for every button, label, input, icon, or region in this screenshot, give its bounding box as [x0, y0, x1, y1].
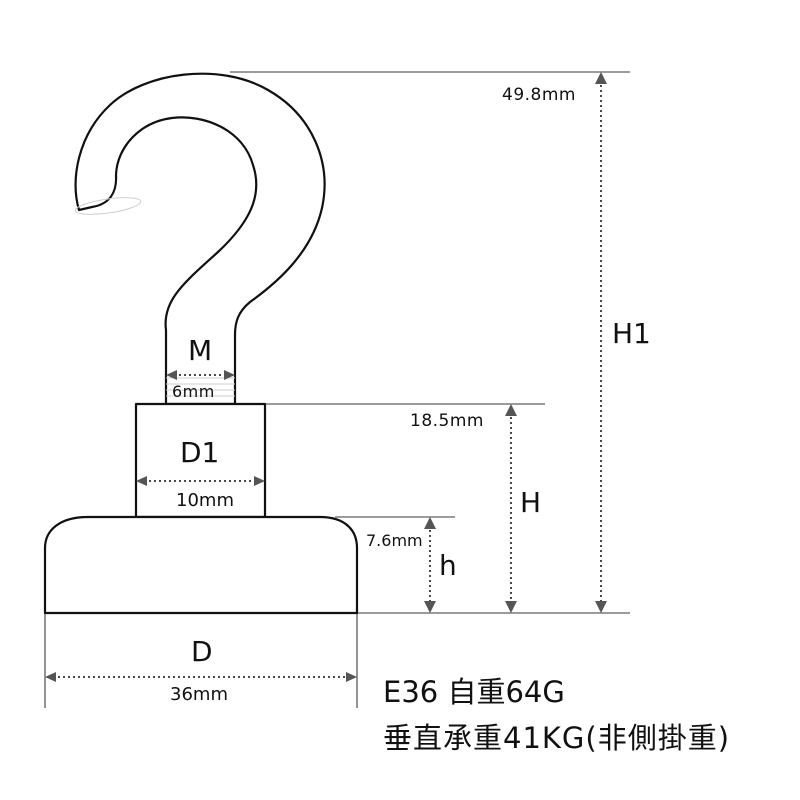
label-h: h	[439, 549, 457, 582]
value-H: 18.5mm	[410, 411, 484, 431]
arrow-M-right	[224, 370, 235, 380]
hook	[74, 72, 326, 406]
arrow-H1-bottom	[595, 601, 607, 613]
arrow-h-top	[424, 517, 436, 529]
arrow-D-right	[346, 672, 357, 682]
caption-model-weight: E36 自重64G	[383, 675, 565, 709]
arrow-h-bottom	[424, 601, 436, 613]
value-M: 6mm	[172, 382, 215, 401]
value-D: 36mm	[170, 684, 228, 705]
magnet-base	[43, 515, 359, 615]
value-h: 7.6mm	[366, 531, 423, 550]
collar	[134, 402, 267, 519]
arrow-M-left	[166, 370, 177, 380]
hook-tip-face	[74, 197, 142, 215]
dimension-D1: D1 10mm	[136, 436, 265, 511]
arrow-H-bottom	[505, 601, 517, 613]
dimension-H1: H1 49.8mm	[502, 72, 651, 613]
value-D1: 10mm	[176, 490, 234, 511]
label-H: H	[520, 486, 541, 519]
dimension-D: D 36mm	[45, 635, 357, 705]
arrow-D-left	[45, 672, 56, 682]
dimension-H: H 18.5mm	[410, 404, 541, 613]
hook-outline	[74, 72, 326, 406]
caption-load-capacity: 垂直承重41KG(非側掛重)	[383, 721, 731, 755]
label-D1: D1	[180, 436, 219, 469]
label-M: M	[188, 334, 212, 367]
arrow-D1-left	[136, 476, 147, 486]
dimension-h: h 7.6mm	[366, 517, 457, 613]
arrow-D1-right	[254, 476, 265, 486]
dimension-M: M 6mm	[166, 334, 235, 401]
arrow-H-top	[505, 404, 517, 416]
label-D: D	[191, 635, 213, 668]
arrow-H1-top	[595, 72, 607, 84]
label-H1: H1	[612, 317, 651, 350]
value-H1: 49.8mm	[502, 85, 576, 105]
